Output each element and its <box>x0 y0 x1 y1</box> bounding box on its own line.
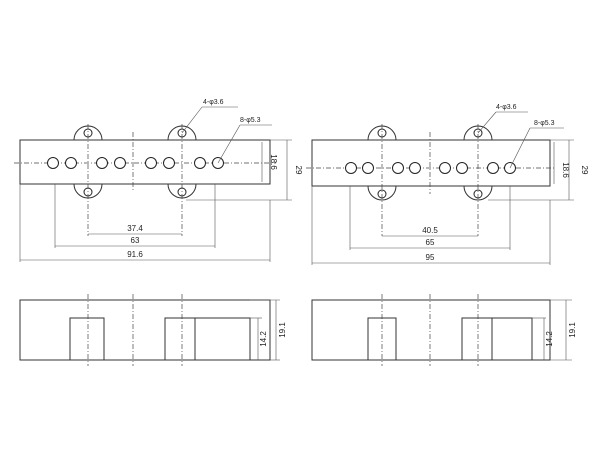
left-top-view: 4-φ3.6 8-φ5.3 18.6 29 37.4 63 91.6 <box>14 99 303 262</box>
right-top-view: 4-φ3.6 8-φ5.3 18.6 29 40.5 65 95 <box>306 104 589 265</box>
left-side-slot <box>194 317 251 361</box>
right-callout-mount: 4-φ3.6 <box>496 104 517 111</box>
left-callout-pole: 8-φ5.3 <box>240 117 261 124</box>
left-side-slot <box>69 317 105 361</box>
left-pole-hole <box>65 157 77 169</box>
left-callout-mount: 4-φ3.6 <box>203 99 224 106</box>
right-side-view: 14.2 19.1 <box>311 294 577 366</box>
left-side-outline <box>19 299 271 361</box>
left-side-view: 14.2 19.1 <box>19 294 287 366</box>
right-pole-hole <box>409 162 421 174</box>
left-height-outer: 29 <box>294 166 303 175</box>
left-span-total: 91.6 <box>127 250 143 259</box>
left-pole-hole <box>145 157 157 169</box>
left-side-height-inner: 14.2 <box>259 331 268 347</box>
right-span-total: 95 <box>426 253 435 262</box>
left-pole-hole <box>114 157 126 169</box>
right-pole-hole <box>345 162 357 174</box>
right-pole-hole <box>392 162 404 174</box>
left-body-outline <box>19 139 271 185</box>
right-side-slot <box>491 317 533 361</box>
right-height-outer: 29 <box>580 166 589 175</box>
left-span-mid: 63 <box>131 236 140 245</box>
right-side-height-outer: 19.1 <box>568 322 577 338</box>
right-pole-hole <box>439 162 451 174</box>
left-pole-hole <box>96 157 108 169</box>
left-pole-hole <box>47 157 59 169</box>
right-span-small: 40.5 <box>422 226 438 235</box>
right-side-height-inner: 14.2 <box>545 331 554 347</box>
right-height-inner: 18.6 <box>561 162 570 178</box>
right-ear-bot-1 <box>367 185 397 201</box>
right-pole-hole <box>456 162 468 174</box>
right-span-mid: 65 <box>426 238 435 247</box>
left-side-height-outer: 19.1 <box>278 322 287 338</box>
left-pole-hole <box>194 157 206 169</box>
left-side-slot <box>164 317 196 361</box>
right-callout-pole: 8-φ5.3 <box>534 120 555 127</box>
left-pole-hole <box>163 157 175 169</box>
right-pole-hole <box>362 162 374 174</box>
right-pole-hole <box>487 162 499 174</box>
left-span-small: 37.4 <box>127 224 143 233</box>
left-height-inner: 18.6 <box>269 154 278 170</box>
right-ear-bot-2 <box>463 185 493 201</box>
right-side-outline <box>311 299 551 361</box>
right-body-outline <box>311 139 551 187</box>
right-side-slot <box>461 317 493 361</box>
